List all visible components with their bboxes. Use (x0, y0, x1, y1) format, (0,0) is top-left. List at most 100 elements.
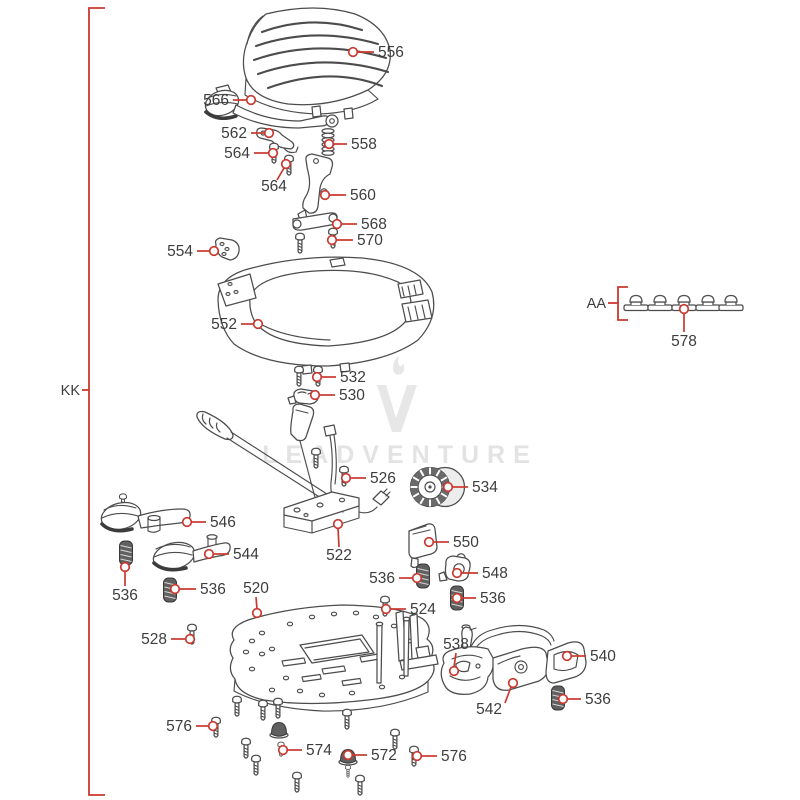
leadventure-watermark: LEADVENTURE (262, 357, 530, 469)
callout-564b[interactable]: 564 (261, 158, 292, 195)
part-538-540-542-pad-assembly (440, 624, 587, 695)
screw (345, 765, 351, 778)
callout-570-label[interactable]: 570 (357, 232, 383, 249)
callout-534-label[interactable]: 534 (472, 479, 498, 496)
callout-574[interactable]: 574 (277, 742, 333, 759)
group-label-kk: KK (61, 383, 81, 399)
screw (241, 737, 251, 759)
callout-524[interactable]: 524 (380, 601, 437, 618)
callout-562[interactable]: 562 (221, 125, 275, 142)
callout-572[interactable]: 572 (342, 747, 397, 764)
part-560-pedal-bracket (297, 153, 334, 221)
group-label-aa: AA (587, 296, 607, 312)
screw (232, 695, 242, 717)
callout-520[interactable]: 520 (243, 580, 269, 619)
callout-548[interactable]: 548 (451, 565, 508, 582)
callout-542-label[interactable]: 542 (476, 701, 502, 718)
callout-536d[interactable]: 536 (451, 590, 506, 607)
callout-540[interactable]: 540 (561, 648, 617, 665)
callout-558[interactable]: 558 (323, 136, 377, 153)
callout-522-label[interactable]: 522 (326, 547, 352, 564)
callout-536-label[interactable]: 536 (585, 691, 611, 708)
part-554-clip-plate (214, 237, 240, 261)
screw (295, 232, 305, 254)
group-bracket-kk: KK (61, 7, 105, 796)
callout-544-label[interactable]: 544 (233, 546, 259, 563)
screw (355, 774, 365, 796)
callout-548-label[interactable]: 548 (482, 565, 508, 582)
callout-536b[interactable]: 536 (169, 581, 226, 598)
callout-522[interactable]: 522 (326, 518, 352, 564)
callout-554[interactable]: 554 (167, 243, 220, 260)
rubber-foot (269, 721, 289, 739)
part-556-pedal-top-cover (242, 7, 391, 120)
callout-564a[interactable]: 564 (224, 145, 279, 162)
callout-530-label[interactable]: 530 (339, 387, 365, 404)
callout-566[interactable]: 566 (203, 92, 257, 109)
callout-558-label[interactable]: 558 (351, 136, 377, 153)
callout-536c[interactable]: 536 (369, 570, 423, 587)
callout-552-label[interactable]: 552 (211, 316, 237, 333)
callout-542[interactable]: 542 (476, 677, 519, 718)
screw (258, 699, 268, 721)
callout-564-label[interactable]: 564 (224, 145, 250, 162)
callout-568[interactable]: 568 (331, 216, 387, 233)
callout-526[interactable]: 526 (340, 470, 396, 487)
screw (292, 771, 302, 793)
part-552-housing-base (217, 256, 435, 375)
callout-544[interactable]: 544 (203, 546, 260, 563)
callout-550[interactable]: 550 (423, 534, 480, 551)
callout-576b[interactable]: 576 (411, 748, 467, 765)
callout-576-label[interactable]: 576 (166, 718, 192, 735)
callout-554-label[interactable]: 554 (167, 243, 193, 260)
part-568-pivot-link (292, 212, 338, 231)
callout-536a[interactable]: 536 (112, 561, 138, 604)
callout-556[interactable]: 556 (347, 44, 404, 61)
callout-546[interactable]: 546 (181, 514, 236, 531)
callout-524-label[interactable]: 524 (410, 601, 436, 618)
spring-536 (118, 540, 134, 566)
callout-538[interactable]: 538 (443, 636, 469, 677)
callout-576a[interactable]: 576 (166, 718, 219, 735)
screw-532 (294, 365, 304, 387)
callout-560[interactable]: 560 (319, 187, 377, 204)
callout-536e[interactable]: 536 (557, 691, 611, 708)
callout-550-label[interactable]: 550 (453, 534, 479, 551)
callout-572-label[interactable]: 572 (371, 747, 397, 764)
callout-536-label[interactable]: 536 (369, 570, 395, 587)
screw (342, 708, 352, 730)
callout-536-label[interactable]: 536 (480, 590, 506, 607)
callout-552[interactable]: 552 (211, 316, 264, 333)
callout-536-label[interactable]: 536 (112, 587, 138, 604)
callout-540-label[interactable]: 540 (590, 648, 616, 665)
callout-562-label[interactable]: 562 (221, 125, 247, 142)
grommet-578 (647, 294, 673, 312)
callout-566-label[interactable]: 566 (203, 92, 229, 109)
callout-564-label[interactable]: 564 (261, 178, 287, 195)
part-546-lever-arm (100, 493, 191, 533)
callout-578[interactable]: 578 (671, 303, 697, 350)
callout-538-label[interactable]: 538 (443, 636, 469, 653)
grommet-578 (623, 294, 649, 312)
callout-574-label[interactable]: 574 (306, 742, 332, 759)
callout-576-label[interactable]: 576 (441, 748, 467, 765)
callout-536-label[interactable]: 536 (200, 581, 226, 598)
callout-530[interactable]: 530 (309, 387, 366, 404)
callout-532[interactable]: 532 (311, 369, 366, 386)
grommet-578 (718, 294, 744, 312)
callout-546-label[interactable]: 546 (210, 514, 236, 531)
callout-534[interactable]: 534 (442, 479, 499, 496)
callout-532-label[interactable]: 532 (340, 369, 366, 386)
part-522-control-board-assembly (196, 403, 391, 534)
callout-526-label[interactable]: 526 (370, 470, 396, 487)
callout-570[interactable]: 570 (326, 232, 384, 249)
callout-568-label[interactable]: 568 (361, 216, 387, 233)
callout-578-label[interactable]: 578 (671, 333, 697, 350)
callout-560-label[interactable]: 560 (350, 187, 376, 204)
grommet-578 (695, 294, 721, 312)
callout-528[interactable]: 528 (141, 631, 196, 648)
screw (273, 697, 283, 719)
callout-520-label[interactable]: 520 (243, 580, 269, 597)
callout-528-label[interactable]: 528 (141, 631, 167, 648)
callout-556-label[interactable]: 556 (378, 44, 404, 61)
